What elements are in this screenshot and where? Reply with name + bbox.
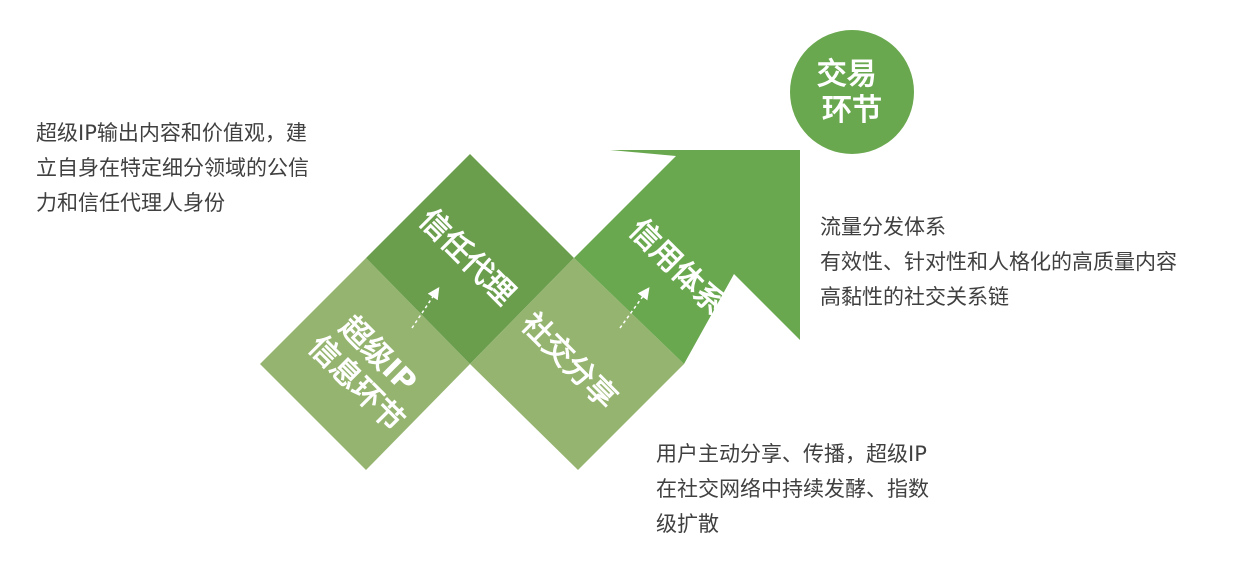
credit-system-description: 流量分发体系 有效性、针对性和人格化的高质量内容 高黏性的社交关系链	[820, 210, 1177, 315]
description-line: 超级IP输出内容和价值观，建	[36, 121, 307, 145]
description-line: 在社交网络中持续发酵、指数	[656, 477, 929, 501]
description-line: 高黏性的社交关系链	[820, 285, 1009, 309]
trade-arrow	[574, 150, 800, 364]
description-line: 有效性、针对性和人格化的高质量内容	[820, 250, 1177, 274]
description-line: 流量分发体系	[820, 215, 946, 239]
description-line: 力和信任代理人身份	[36, 191, 225, 215]
stage-trust-agent-block	[366, 154, 574, 364]
trade-stage-circle	[790, 30, 914, 154]
dashed-arrow-icon	[411, 287, 440, 329]
dashed-arrow-icon	[619, 287, 650, 329]
stage-super-ip-block	[260, 258, 470, 470]
description-line: 立自身在特定细分领域的公信	[36, 156, 309, 180]
trust-agent-description: 超级IP输出内容和价值观，建 立自身在特定细分领域的公信 力和信任代理人身份	[36, 116, 309, 221]
stage-social-share-block	[470, 258, 684, 470]
description-line: 用户主动分享、传播，超级IP	[656, 442, 927, 466]
trade-stage-label: 交易 环节	[817, 57, 887, 128]
social-share-description: 用户主动分享、传播，超级IP 在社交网络中持续发酵、指数 级扩散	[656, 437, 929, 542]
description-line: 级扩散	[656, 512, 719, 536]
